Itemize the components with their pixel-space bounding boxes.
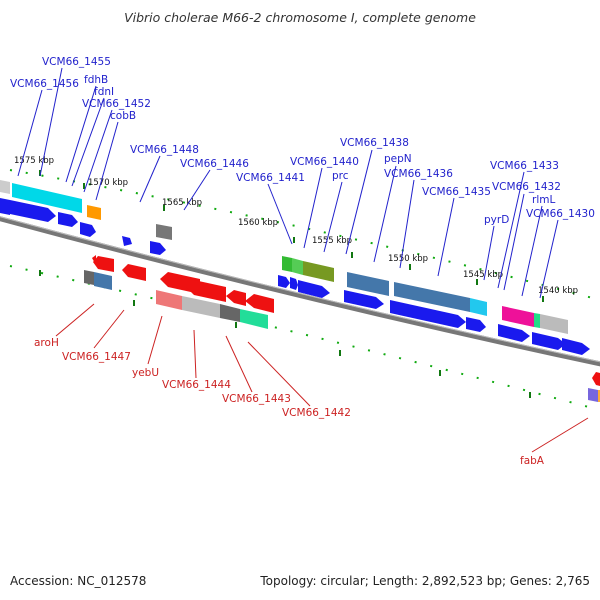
- gene-label[interactable]: VCM66_1438: [340, 137, 409, 149]
- gene-label[interactable]: VCM66_1455: [42, 56, 111, 68]
- tick-label: 1540 kbp: [538, 286, 578, 296]
- gene-label[interactable]: fabA: [520, 455, 545, 467]
- gene-label[interactable]: fdnI: [94, 86, 114, 98]
- gene-feature[interactable]: [84, 270, 94, 285]
- lower-labels: aroH VCM66_1447 yebU VCM66_1444 VCM66_14…: [34, 337, 545, 467]
- lower-leader-lines: [55, 303, 589, 453]
- gene-arrow[interactable]: [290, 277, 298, 290]
- gene-label[interactable]: VCM66_1452: [82, 98, 151, 110]
- tick-label: 1570 kbp: [88, 178, 128, 188]
- map-title: Vibrio cholerae M66-2 chromosome I, comp…: [124, 10, 476, 25]
- gene-label[interactable]: VCM66_1444: [162, 379, 231, 391]
- gene-arrow[interactable]: [466, 317, 486, 332]
- gene-label[interactable]: VCM66_1440: [290, 156, 359, 168]
- gene-feature[interactable]: [502, 306, 534, 327]
- gene-label[interactable]: pepN: [384, 153, 412, 165]
- gene-feature[interactable]: [94, 272, 112, 290]
- gene-feature[interactable]: [220, 304, 240, 322]
- gene-label[interactable]: prc: [332, 170, 349, 182]
- gene-feature[interactable]: [588, 388, 598, 402]
- gene-label[interactable]: pyrD: [484, 214, 509, 226]
- gene-feature[interactable]: [156, 224, 172, 240]
- gene-feature[interactable]: [292, 258, 303, 275]
- gene-arrow[interactable]: [278, 275, 290, 288]
- gene-feature[interactable]: [12, 183, 82, 213]
- gene-feature[interactable]: [282, 256, 292, 272]
- gene-arrow[interactable]: [532, 332, 566, 350]
- gene-feature[interactable]: [240, 309, 268, 329]
- upper-labels: VCM66_1455 VCM66_1456 fdhB fdnI VCM66_14…: [10, 56, 595, 226]
- gene-arrow[interactable]: [562, 338, 590, 355]
- tick-label: 1550 kbp: [388, 254, 428, 264]
- gene-arrow[interactable]: [0, 198, 10, 215]
- tick-label: 1560 kbp: [238, 218, 278, 228]
- gene-arrow[interactable]: [245, 294, 274, 313]
- gene-label[interactable]: VCM66_1447: [62, 351, 131, 363]
- gene-arrow[interactable]: [58, 212, 78, 227]
- upper-gene-track: [0, 180, 568, 334]
- gene-label[interactable]: aroH: [34, 337, 59, 349]
- gene-feature[interactable]: [182, 296, 220, 318]
- accession-text: Accession: NC_012578: [10, 574, 147, 588]
- gene-arrow[interactable]: [186, 280, 226, 302]
- gene-arrow[interactable]: [390, 300, 466, 328]
- gene-feature[interactable]: [303, 261, 334, 282]
- gene-feature[interactable]: [540, 314, 568, 334]
- gene-arrow[interactable]: [122, 264, 146, 281]
- gene-feature[interactable]: [470, 298, 487, 316]
- gene-feature[interactable]: [347, 272, 389, 296]
- gene-feature[interactable]: [394, 282, 470, 312]
- gene-label[interactable]: VCM66_1446: [180, 158, 249, 170]
- gene-arrow[interactable]: [226, 290, 246, 306]
- gene-label[interactable]: VCM66_1435: [422, 186, 491, 198]
- lower-gene-track: [84, 270, 600, 402]
- gene-label[interactable]: fdhB: [84, 74, 108, 86]
- gene-label[interactable]: VCM66_1448: [130, 144, 199, 156]
- gene-arrow[interactable]: [122, 236, 132, 246]
- gene-arrow[interactable]: [92, 255, 96, 265]
- gene-feature[interactable]: [87, 205, 101, 220]
- gene-label[interactable]: cobB: [110, 110, 136, 122]
- gene-arrow[interactable]: [344, 290, 384, 309]
- gene-label[interactable]: VCM66_1430: [526, 208, 595, 220]
- gene-feature[interactable]: [156, 290, 182, 310]
- gene-arrow[interactable]: [150, 241, 166, 255]
- gene-label[interactable]: yebU: [132, 367, 159, 379]
- tick-labels: 1575 kbp 1570 kbp 1565 kbp 1560 kbp 1555…: [14, 156, 578, 296]
- upper-leader-lines: [17, 67, 559, 299]
- gene-arrow[interactable]: [80, 222, 96, 237]
- gene-arrow[interactable]: [298, 280, 330, 298]
- tick-label: 1545 kbp: [463, 270, 503, 280]
- gene-label[interactable]: VCM66_1442: [282, 407, 351, 419]
- gene-label[interactable]: VCM66_1441: [236, 172, 305, 184]
- tick-label: 1575 kbp: [14, 156, 54, 166]
- gene-label[interactable]: VCM66_1443: [222, 393, 291, 405]
- tick-label: 1565 kbp: [162, 198, 202, 208]
- gene-label[interactable]: VCM66_1433: [490, 160, 559, 172]
- gene-label[interactable]: rlmL: [532, 194, 555, 206]
- tick-label: 1555 kbp: [312, 236, 352, 246]
- gene-label[interactable]: VCM66_1432: [492, 181, 561, 193]
- genome-summary-text: Topology: circular; Length: 2,892,523 bp…: [260, 574, 590, 588]
- gene-label[interactable]: VCM66_1456: [10, 78, 79, 90]
- gene-arrow[interactable]: [498, 324, 530, 342]
- gene-arrow[interactable]: [10, 200, 56, 222]
- reverse-genes: [92, 255, 600, 386]
- gene-feature[interactable]: [534, 313, 540, 328]
- forward-genes: [0, 198, 590, 355]
- genome-backbone: [0, 216, 600, 367]
- major-ticks: [39, 170, 544, 398]
- gene-arrow[interactable]: [93, 256, 114, 272]
- gene-feature[interactable]: [0, 180, 10, 194]
- gene-arrow[interactable]: [592, 372, 600, 386]
- gene-label[interactable]: VCM66_1436: [384, 168, 453, 180]
- genome-backbone-highlight: [0, 216, 600, 363]
